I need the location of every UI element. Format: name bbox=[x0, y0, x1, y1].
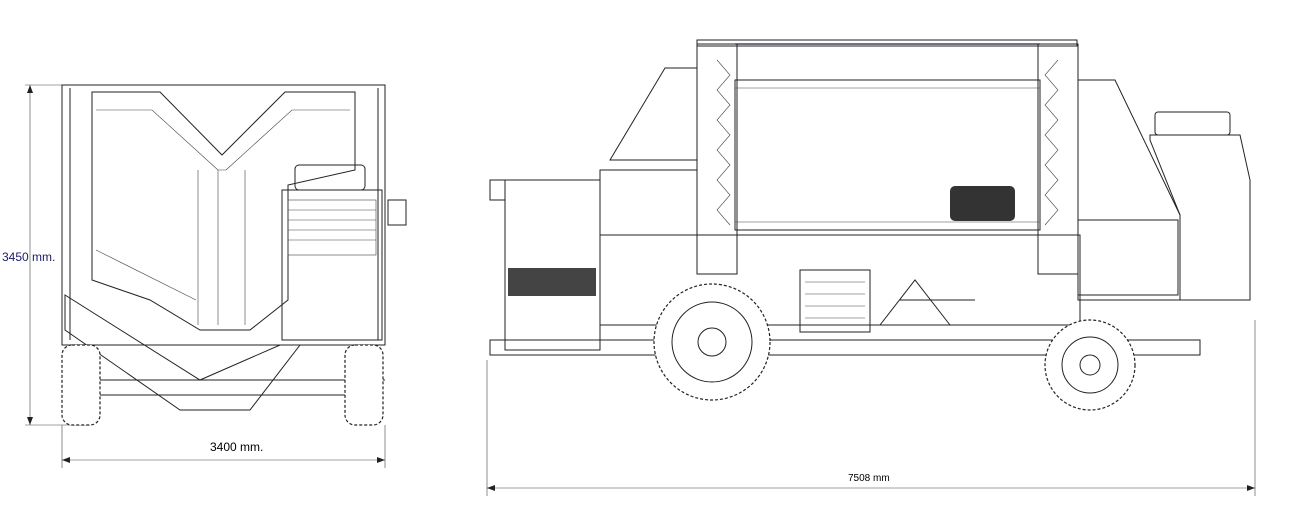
front-frame bbox=[61, 84, 386, 346]
height-dimension-label: 3450 mm. bbox=[2, 250, 56, 264]
loader-unit bbox=[504, 179, 601, 351]
vent-grille bbox=[950, 186, 1015, 221]
engine-grille bbox=[799, 269, 871, 333]
mirror bbox=[387, 199, 407, 226]
mixer-body bbox=[734, 79, 1041, 231]
length-dimension-label: 7508 mm bbox=[848, 473, 890, 484]
cab bbox=[1149, 134, 1251, 301]
width-dimension-label: 3400 mm. bbox=[210, 440, 264, 454]
top-rail bbox=[696, 39, 1078, 47]
cab-roof-unit bbox=[1154, 111, 1231, 136]
front-view bbox=[25, 84, 407, 468]
chassis bbox=[599, 234, 1081, 326]
cab-frame bbox=[1077, 79, 1181, 301]
front-right-wheel bbox=[344, 344, 384, 426]
radiator-housing bbox=[281, 189, 383, 341]
discharge-chute bbox=[64, 294, 302, 411]
side-view bbox=[486, 39, 1256, 496]
rear-hood bbox=[609, 67, 698, 161]
air-filter bbox=[294, 164, 366, 191]
hopper bbox=[91, 91, 356, 331]
suspension-link bbox=[879, 279, 975, 326]
front-left-wheel bbox=[61, 344, 101, 426]
